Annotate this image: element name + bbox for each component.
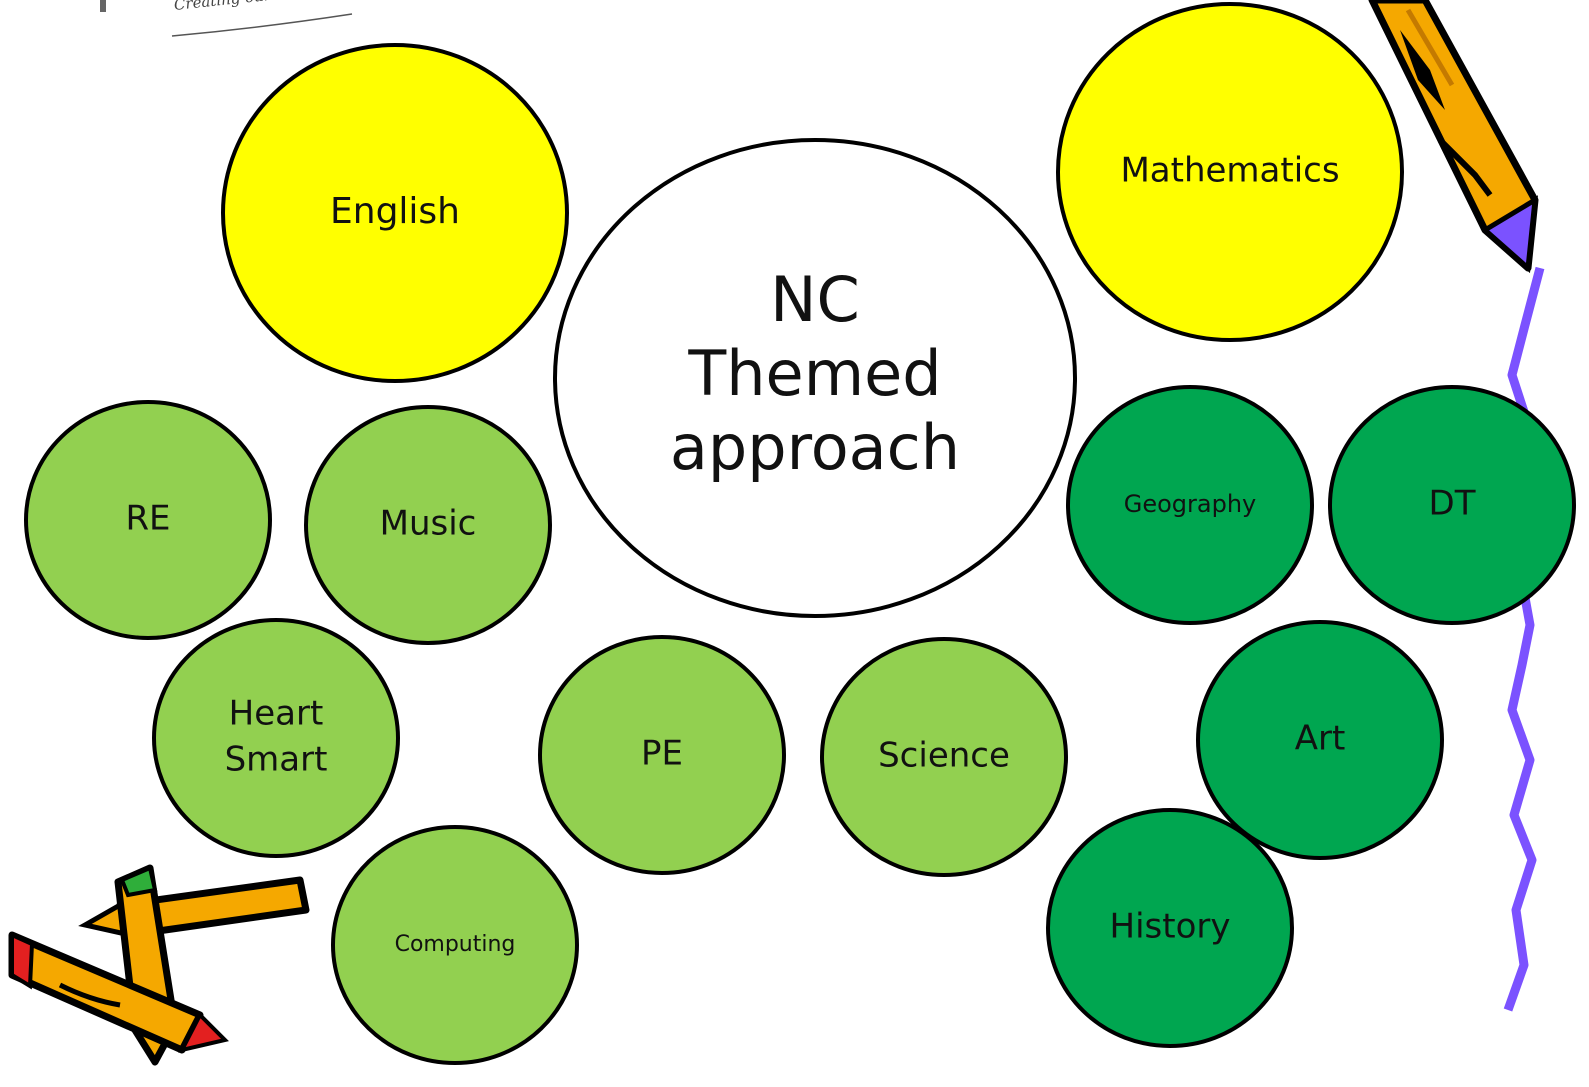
history-bubble: History	[1046, 808, 1294, 1048]
pe-label: PE	[641, 734, 683, 774]
mathematics-bubble: Mathematics	[1056, 2, 1404, 342]
center-theme-circle	[553, 138, 1077, 618]
history-circle	[1046, 808, 1294, 1048]
heart-smart-circle	[152, 618, 400, 858]
mathematics-label: Mathematics	[1120, 151, 1339, 191]
pe-circle	[538, 635, 786, 875]
dt-bubble: DT	[1328, 385, 1576, 625]
computing-circle	[331, 825, 579, 1065]
geography-circle	[1066, 385, 1314, 625]
computing-label: Computing	[395, 932, 516, 957]
heart-smart-label: Smart	[225, 740, 328, 780]
re-bubble: RE	[24, 400, 272, 640]
english-label: English	[330, 191, 460, 232]
mathematics-circle	[1056, 2, 1404, 342]
center-theme-label: Themed	[687, 337, 941, 410]
center-theme-label: approach	[670, 411, 960, 484]
art-circle	[1196, 620, 1444, 860]
pe-bubble: PE	[538, 635, 786, 875]
science-bubble: Science	[820, 637, 1068, 877]
re-circle	[24, 400, 272, 640]
heart-smart-label: Heart	[229, 694, 324, 734]
music-label: Music	[380, 504, 477, 544]
center-theme-label: NC	[770, 263, 860, 336]
music-circle	[304, 405, 552, 645]
dt-label: DT	[1429, 484, 1476, 524]
crayons-clipart	[8, 864, 310, 1066]
computing-bubble: Computing	[331, 825, 579, 1065]
re-label: RE	[125, 499, 170, 539]
geography-bubble: Geography	[1066, 385, 1314, 625]
pencil-clipart	[1368, 0, 1539, 274]
geography-label: Geography	[1124, 490, 1257, 518]
science-circle	[820, 637, 1068, 877]
logo-fragment	[100, 0, 106, 12]
music-bubble: Music	[304, 405, 552, 645]
dt-circle	[1328, 385, 1576, 625]
science-label: Science	[878, 736, 1010, 776]
art-bubble: Art	[1196, 620, 1444, 860]
history-label: History	[1110, 907, 1231, 947]
purple-squiggle-line	[1503, 266, 1545, 1012]
logo-underline	[171, 13, 353, 37]
art-label: Art	[1295, 719, 1346, 759]
english-bubble: English	[221, 43, 569, 383]
english-circle	[221, 43, 569, 383]
